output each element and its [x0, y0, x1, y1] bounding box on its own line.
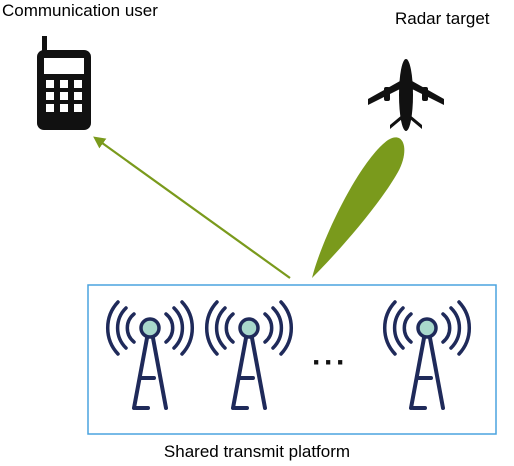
communication-link-arrow	[93, 136, 291, 279]
radar-target-label: Radar target	[395, 9, 490, 28]
antenna-tower-icon	[105, 300, 195, 410]
radar-beam	[312, 137, 405, 278]
airplane-icon	[368, 59, 444, 131]
mobile-phone-icon	[37, 36, 91, 130]
ellipsis: ···	[312, 346, 348, 379]
platform-box	[87, 284, 497, 435]
platform-label: Shared transmit platform	[163, 442, 351, 461]
antenna-tower-icon	[204, 300, 294, 410]
communication-user-label: Communication user	[2, 1, 158, 20]
antenna-tower-icon	[382, 300, 472, 410]
